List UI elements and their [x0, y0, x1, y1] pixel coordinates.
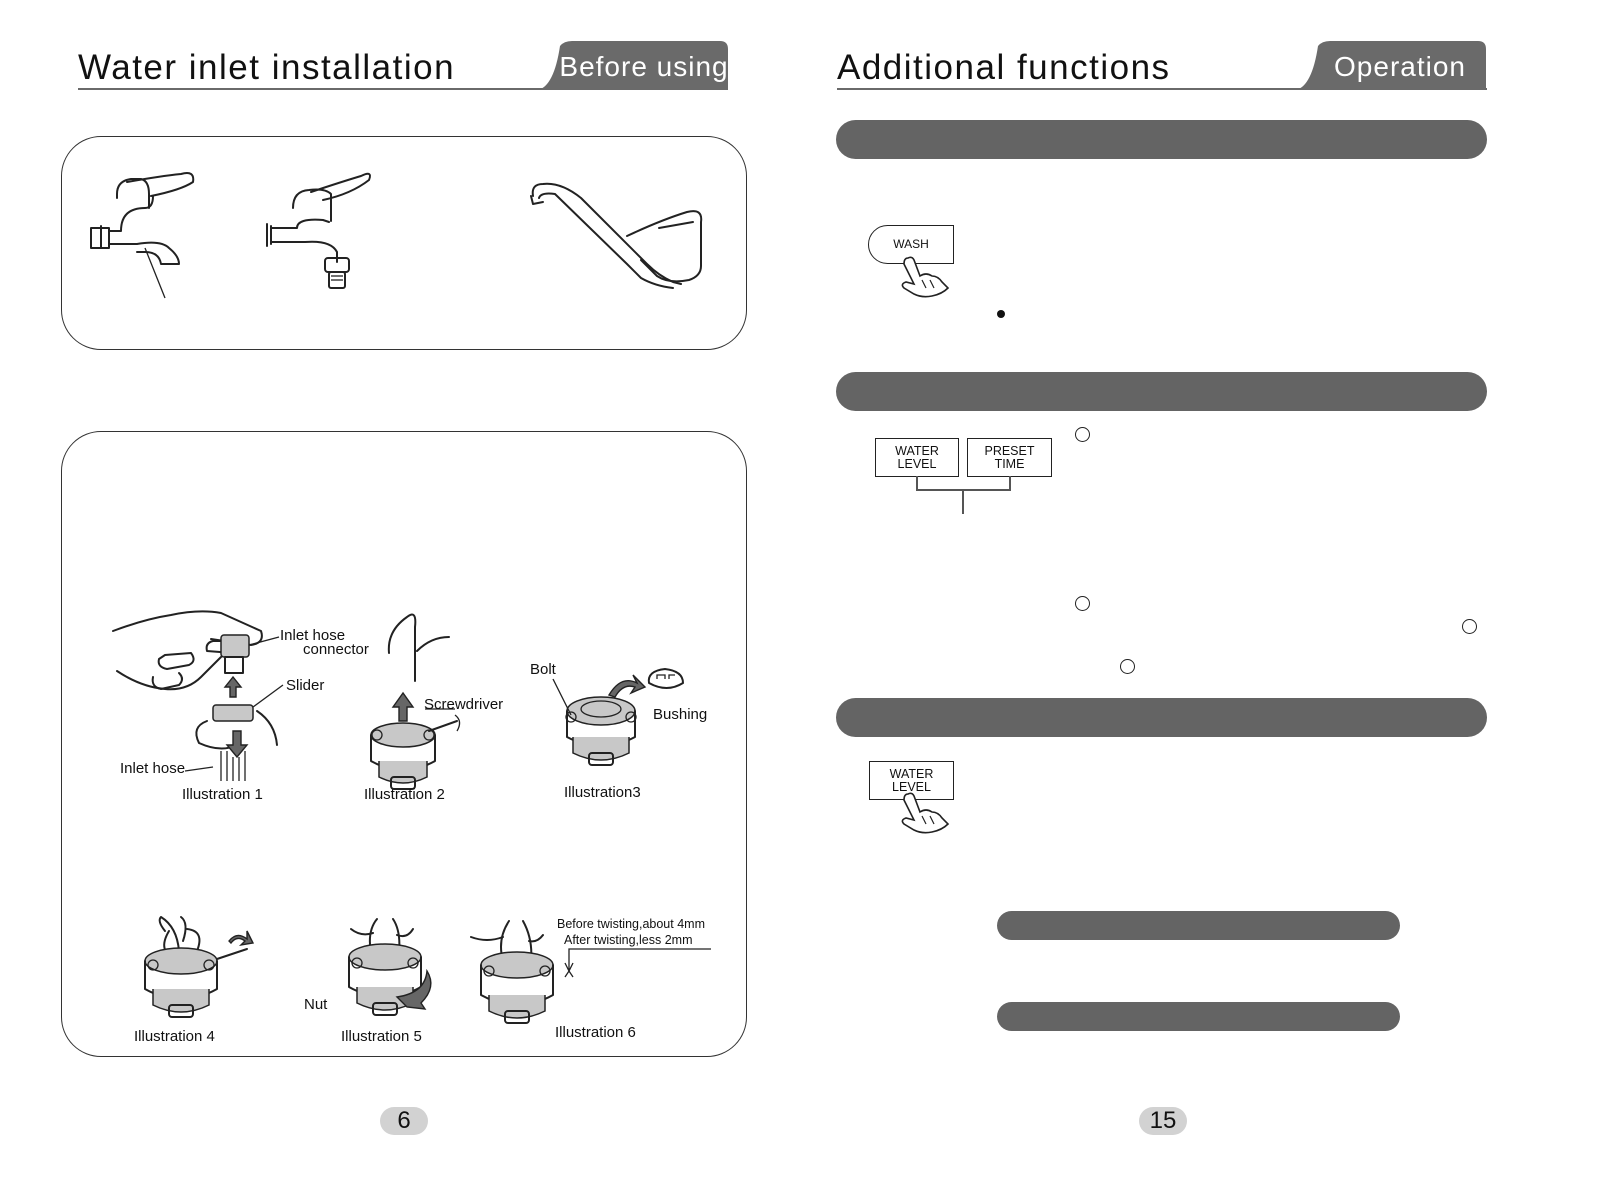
section-tab-shape — [538, 41, 728, 90]
label-after-twisting: After twisting,less 2mm — [564, 933, 693, 947]
illustration-6-final-gap — [470, 920, 711, 1024]
preset-time-button[interactable]: PRESET TIME — [967, 438, 1052, 477]
caption-illustration-3: Illustration3 — [564, 784, 641, 801]
bullet-dot — [997, 310, 1005, 318]
section-tab: Operation — [1334, 51, 1466, 82]
illustration-1-hand-connector — [112, 610, 284, 781]
water-level-label-1: WATER — [895, 443, 939, 458]
section-tab: Before using — [559, 51, 729, 82]
mixer-tap-icon — [530, 182, 703, 289]
illustration-5-tighten-nut — [348, 918, 432, 1016]
title-rule — [837, 88, 1487, 90]
caption-illustration-4: Illustration 4 — [134, 1028, 215, 1045]
caption-illustration-1: Illustration 1 — [182, 786, 263, 803]
sub-bar-1 — [997, 911, 1400, 940]
button-combo-bracket — [916, 476, 1011, 514]
section-tab-shape — [1296, 41, 1486, 90]
illustration-3-valve-bushing — [552, 668, 684, 766]
circled-marker — [1075, 427, 1090, 442]
illustration-4-attach-hose — [144, 916, 255, 1018]
hose-tap-icon — [266, 172, 371, 289]
illustration-2-valve — [370, 613, 461, 790]
preset-time-label-2: TIME — [994, 456, 1025, 471]
installation-illustrations — [112, 610, 711, 1024]
section-bar-3 — [836, 698, 1487, 737]
section-bar-2 — [836, 372, 1487, 411]
label-inlet-hose: Inlet hose — [120, 760, 186, 777]
pointing-hand-icon — [901, 256, 950, 298]
label-before-twisting: Before twisting,about 4mm — [557, 917, 705, 931]
section-bar-1 — [836, 120, 1487, 159]
label-inlet-hose-connector-2: connector — [303, 641, 369, 658]
preset-time-label-1: PRESET — [984, 443, 1035, 458]
circled-marker — [1075, 596, 1090, 611]
faucet-types-box — [61, 136, 747, 350]
label-nut: Nut — [304, 996, 328, 1013]
sub-bar-2 — [997, 1002, 1400, 1031]
pointing-hand-icon — [901, 792, 950, 834]
page-number: 6 — [380, 1107, 428, 1135]
installation-steps-box — [61, 431, 747, 1057]
water-level-b-label-1: WATER — [889, 766, 934, 781]
label-screwdriver: Screwdriver — [424, 696, 504, 713]
caption-illustration-2: Illustration 2 — [364, 786, 445, 803]
water-level-b-label-2: LEVEL — [892, 779, 931, 794]
title-rule — [78, 88, 728, 90]
page-number: 15 — [1139, 1107, 1187, 1135]
bib-tap-icon — [90, 172, 195, 299]
label-inlet-hose-connector: Inlet hose — [280, 627, 346, 644]
label-bushing: Bushing — [653, 706, 708, 723]
wash-button[interactable]: WASH — [868, 225, 954, 264]
water-level-button[interactable]: WATER LEVEL — [875, 438, 959, 477]
caption-illustration-6: Illustration 6 — [555, 1024, 636, 1041]
circled-marker — [1462, 619, 1477, 634]
label-slider: Slider — [286, 677, 325, 694]
faucet-illustrations — [90, 172, 703, 299]
page-title: Water inlet installation — [78, 48, 456, 87]
page-title: Additional functions — [837, 48, 1171, 87]
circled-marker — [1120, 659, 1135, 674]
water-level-label-2: LEVEL — [897, 456, 937, 471]
caption-illustration-5: Illustration 5 — [341, 1028, 422, 1045]
label-bolt: Bolt — [530, 661, 556, 678]
